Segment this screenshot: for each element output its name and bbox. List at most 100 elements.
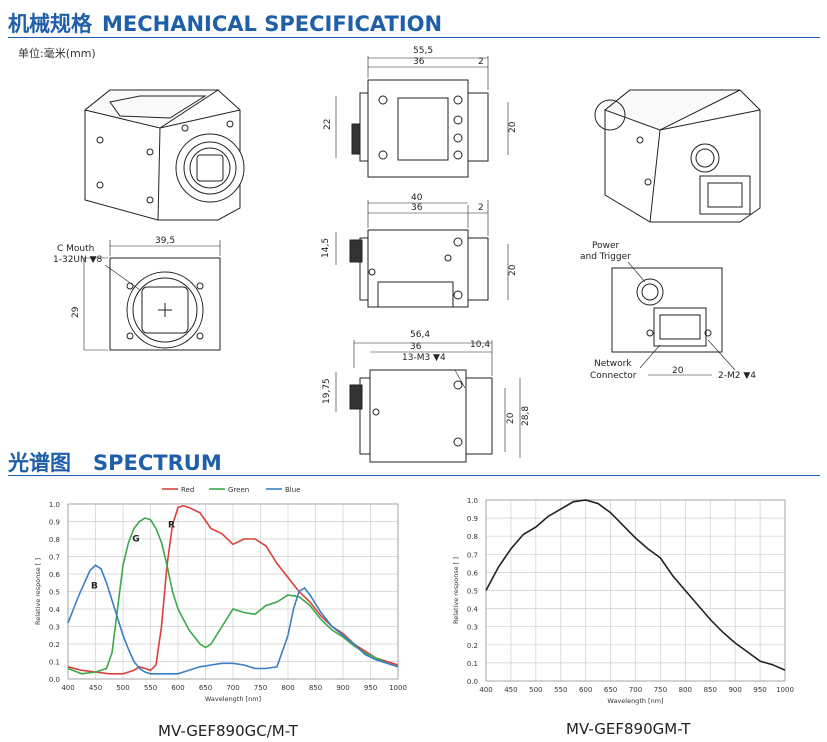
y-tick-label: 0.3 bbox=[467, 624, 478, 632]
camera-iso-back-drawing bbox=[594, 89, 761, 223]
back-power-label-1: Power bbox=[592, 241, 620, 251]
caption-color-model: MV-GEF890GC/M-T bbox=[158, 722, 298, 740]
camera-iso-front-drawing bbox=[83, 89, 245, 221]
dim-top-ext: 2 bbox=[478, 57, 484, 67]
x-tick-label: 700 bbox=[629, 686, 642, 694]
dim-side1-right-height: 20 bbox=[508, 264, 518, 276]
caption-mono-model: MV-GEF890GM-T bbox=[566, 720, 691, 738]
x-tick-label: 650 bbox=[604, 686, 617, 694]
camera-front-view-drawing bbox=[83, 240, 221, 351]
y-axis-label: Relative response [ ] bbox=[34, 558, 42, 625]
series-line bbox=[485, 499, 786, 671]
x-tick-label: 850 bbox=[309, 684, 322, 692]
dim-side2-body: 36 bbox=[410, 342, 422, 352]
plot-frame bbox=[67, 503, 399, 680]
series-letter-label: G bbox=[132, 534, 139, 544]
y-axis-label: Relative response [ ] bbox=[452, 557, 460, 624]
spectrum-heading: 光谱图 SPECTRUM bbox=[8, 447, 222, 477]
dim-back-width: 20 bbox=[672, 366, 684, 376]
x-tick-label: 950 bbox=[753, 686, 766, 694]
y-tick-label: 1.0 bbox=[49, 501, 60, 509]
series-letter-label: R bbox=[168, 520, 175, 530]
y-tick-label: 0.2 bbox=[467, 642, 478, 650]
dim-back-hole: 2-M2 ▼4 bbox=[718, 371, 756, 381]
y-tick-label: 0.0 bbox=[467, 678, 478, 686]
dim-top-body: 36 bbox=[413, 57, 425, 67]
x-tick-label: 900 bbox=[728, 686, 741, 694]
x-tick-label: 450 bbox=[89, 684, 102, 692]
x-tick-label: 550 bbox=[144, 684, 157, 692]
section-divider bbox=[8, 37, 820, 38]
mechanical-drawings: 55,5 36 2 22 20 40 36 2 14,5 20 56,4 36 … bbox=[53, 46, 761, 463]
x-tick-label: 950 bbox=[364, 684, 377, 692]
y-tick-label: 0.5 bbox=[49, 589, 60, 597]
y-tick-label: 0.4 bbox=[49, 606, 61, 614]
y-tick-label: 0.9 bbox=[49, 519, 60, 527]
y-tick-label: 0.0 bbox=[49, 676, 60, 684]
legend-label: Blue bbox=[285, 486, 301, 494]
spectrum-heading-zh: 光谱图 bbox=[8, 451, 71, 475]
y-tick-label: 0.1 bbox=[467, 660, 478, 668]
dim-side1-overall: 40 bbox=[411, 193, 423, 203]
camera-back-view-drawing bbox=[611, 261, 736, 376]
x-tick-label: 400 bbox=[61, 684, 74, 692]
x-axis-label: Wavelength [nm] bbox=[607, 697, 663, 705]
series-letter-label: B bbox=[91, 582, 98, 592]
y-tick-label: 0.6 bbox=[49, 571, 61, 579]
back-power-label-2: and Trigger bbox=[580, 252, 631, 262]
x-tick-label: 500 bbox=[529, 686, 542, 694]
y-tick-label: 0.4 bbox=[467, 606, 479, 614]
back-network-label-2: Connector bbox=[590, 371, 637, 381]
dim-side2-hole: 13-M3 ▼4 bbox=[402, 353, 446, 363]
x-tick-label: 900 bbox=[336, 684, 349, 692]
y-tick-label: 0.7 bbox=[467, 551, 478, 559]
x-tick-label: 1000 bbox=[389, 684, 407, 692]
dim-side2-left-height: 19,75 bbox=[322, 378, 332, 404]
front-mount-label-1: C Mouth bbox=[57, 244, 94, 254]
y-tick-label: 0.1 bbox=[49, 659, 60, 667]
spectrum-heading-en: SPECTRUM bbox=[93, 451, 222, 475]
mechanical-heading-zh: 机械规格 bbox=[8, 12, 92, 36]
x-tick-label: 750 bbox=[654, 686, 667, 694]
x-tick-label: 800 bbox=[679, 686, 692, 694]
camera-side-view-2-drawing bbox=[335, 340, 521, 463]
y-tick-label: 0.8 bbox=[467, 533, 478, 541]
dim-side1-body: 36 bbox=[411, 203, 423, 213]
legend-label: Green bbox=[228, 486, 249, 494]
x-tick-label: 650 bbox=[199, 684, 212, 692]
unit-label: 单位:毫米(mm) bbox=[18, 47, 96, 60]
dim-side1-left-height: 14,5 bbox=[321, 238, 331, 258]
x-tick-label: 750 bbox=[254, 684, 267, 692]
y-tick-label: 0.3 bbox=[49, 624, 60, 632]
dim-top-overall: 55,5 bbox=[413, 46, 433, 56]
mechanical-spec-heading: 机械规格 MECHANICAL SPECIFICATION bbox=[8, 8, 442, 38]
x-tick-label: 800 bbox=[281, 684, 294, 692]
dim-top-left-height: 22 bbox=[323, 119, 333, 130]
dim-side2-right-height-1: 20 bbox=[506, 412, 516, 424]
series-line-blue bbox=[67, 564, 399, 675]
back-network-label-1: Network bbox=[594, 359, 632, 369]
series-line-green bbox=[67, 517, 399, 675]
y-tick-label: 0.7 bbox=[49, 554, 60, 562]
x-tick-label: 600 bbox=[579, 686, 592, 694]
section-divider bbox=[8, 475, 820, 476]
dim-top-right-height: 20 bbox=[508, 121, 518, 133]
dim-side1-ext: 2 bbox=[478, 203, 484, 213]
x-tick-label: 600 bbox=[171, 684, 184, 692]
y-tick-label: 0.2 bbox=[49, 641, 60, 649]
front-mount-label-2: 1-32UN ▼8 bbox=[53, 255, 103, 265]
camera-top-view-drawing bbox=[335, 56, 509, 178]
legend-label: Red bbox=[181, 486, 194, 494]
dim-front-width: 39,5 bbox=[155, 236, 175, 246]
dim-front-height: 29 bbox=[71, 306, 81, 318]
x-tick-label: 700 bbox=[226, 684, 239, 692]
x-tick-label: 450 bbox=[504, 686, 517, 694]
x-axis-label: Wavelength [nm] bbox=[205, 695, 261, 703]
x-tick-label: 850 bbox=[704, 686, 717, 694]
x-tick-label: 400 bbox=[479, 686, 492, 694]
mechanical-heading-en: MECHANICAL SPECIFICATION bbox=[102, 12, 443, 36]
y-tick-label: 0.8 bbox=[49, 536, 60, 544]
y-tick-label: 0.5 bbox=[467, 588, 478, 596]
